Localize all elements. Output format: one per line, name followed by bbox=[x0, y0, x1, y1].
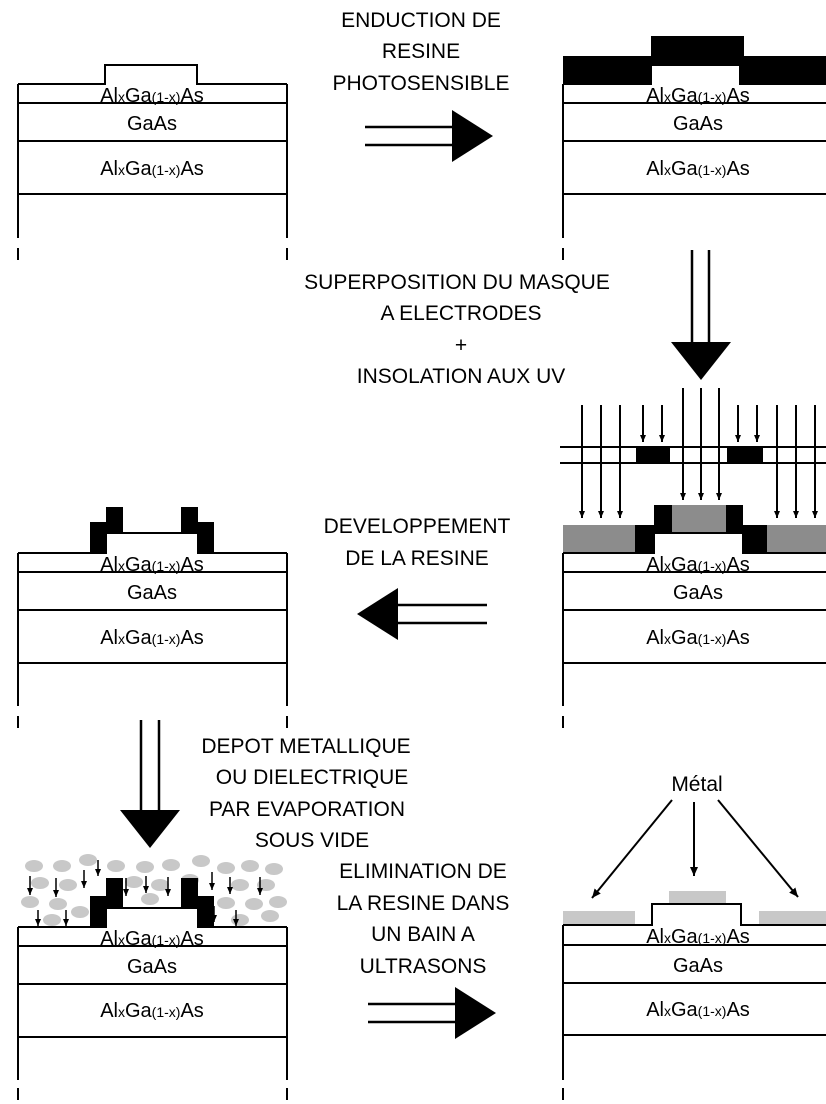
photoresist-layer bbox=[563, 36, 826, 84]
step4-line3: PAR EVAPORATION bbox=[209, 798, 405, 821]
label-bottom-barrier: AlxGa(1-x)As bbox=[100, 158, 204, 180]
step3-line2: DE LA RESINE bbox=[345, 547, 489, 570]
label-top-barrier: AlxGa(1-x)As bbox=[100, 554, 204, 576]
step4-line2: OU DIELECTRIQUE bbox=[216, 766, 409, 789]
step2-line4: INSOLATION AUX UV bbox=[357, 365, 566, 388]
step2-line1: SUPERPOSITION DU MASQUE bbox=[304, 271, 610, 294]
metal-pointer-arrows bbox=[591, 799, 799, 899]
label-well: GaAs bbox=[127, 113, 177, 135]
arrow-down-step2 bbox=[671, 250, 731, 380]
step4-caption: DEPOT METALLIQUE OU DIELECTRIQUE PAR EVA… bbox=[201, 735, 410, 852]
label-well: GaAs bbox=[127, 582, 177, 604]
label-top-barrier: AlxGa(1-x)As bbox=[100, 928, 204, 950]
panel-developed: AlxGa(1-x)As GaAs AlxGa(1-x)As bbox=[17, 507, 288, 728]
label-well: GaAs bbox=[673, 955, 723, 977]
label-top-barrier: AlxGa(1-x)As bbox=[646, 926, 750, 948]
step1-caption: ENDUCTION DE RESINE PHOTOSENSIBLE bbox=[332, 9, 509, 95]
label-bottom-barrier: AlxGa(1-x)As bbox=[646, 158, 750, 180]
step4-line1: DEPOT METALLIQUE bbox=[201, 735, 410, 758]
panel-uv-exposure: AlxGa(1-x)As GaAs AlxGa(1-x)As bbox=[560, 388, 826, 728]
arrow-left-step3 bbox=[357, 588, 487, 640]
label-well: GaAs bbox=[673, 113, 723, 135]
label-well: GaAs bbox=[673, 582, 723, 604]
exposed-resist bbox=[563, 505, 826, 553]
panel-initial: AlxGa(1-x)As GaAs AlxGa(1-x)As bbox=[17, 64, 288, 260]
step5-line4: ULTRASONS bbox=[360, 955, 487, 978]
label-top-barrier: AlxGa(1-x)As bbox=[100, 85, 204, 107]
step1-line1: ENDUCTION DE bbox=[341, 9, 501, 32]
label-bottom-barrier: AlxGa(1-x)As bbox=[646, 627, 750, 649]
label-bottom-barrier: AlxGa(1-x)As bbox=[646, 999, 750, 1021]
label-top-barrier: AlxGa(1-x)As bbox=[646, 554, 750, 576]
step2-caption: SUPERPOSITION DU MASQUE A ELECTRODES + I… bbox=[304, 271, 610, 388]
step5-line1: ELIMINATION DE bbox=[339, 860, 507, 883]
label-top-barrier: AlxGa(1-x)As bbox=[646, 85, 750, 107]
label-well: GaAs bbox=[127, 956, 177, 978]
arrow-right-step1 bbox=[365, 110, 493, 162]
photomask bbox=[560, 446, 826, 464]
step5-line2: LA RESINE DANS bbox=[337, 892, 510, 915]
step4-line4: SOUS VIDE bbox=[255, 829, 369, 852]
step2-line2: A ELECTRODES bbox=[380, 302, 541, 325]
step1-line2: RESINE bbox=[382, 40, 460, 63]
step3-caption: DEVELOPPEMENT DE LA RESINE bbox=[324, 515, 511, 570]
evaporated-particles bbox=[21, 854, 287, 926]
label-bottom-barrier: AlxGa(1-x)As bbox=[100, 1000, 204, 1022]
step1-line3: PHOTOSENSIBLE bbox=[332, 72, 509, 95]
metal-electrodes bbox=[563, 891, 826, 924]
step3-line1: DEVELOPPEMENT bbox=[324, 515, 511, 538]
panel-resist-coated: AlxGa(1-x)As GaAs AlxGa(1-x)As bbox=[562, 36, 826, 260]
resist-pattern bbox=[90, 507, 214, 553]
panel-deposition: AlxGa(1-x)As GaAs AlxGa(1-x)As bbox=[17, 854, 288, 1100]
arrow-right-step5 bbox=[368, 987, 496, 1039]
metal-label: Métal bbox=[671, 773, 722, 796]
resist-pattern bbox=[90, 878, 214, 927]
panel-lift-off-result: Métal AlxGa(1-x)As GaAs AlxGa(1-x)As bbox=[562, 773, 826, 1100]
step5-line3: UN BAIN A bbox=[371, 923, 475, 946]
label-bottom-barrier: AlxGa(1-x)As bbox=[100, 627, 204, 649]
uv-rays bbox=[579, 388, 818, 518]
arrow-down-step4 bbox=[120, 720, 180, 848]
step2-line3: + bbox=[455, 334, 467, 357]
step5-caption: ELIMINATION DE LA RESINE DANS UN BAIN A … bbox=[337, 860, 510, 978]
